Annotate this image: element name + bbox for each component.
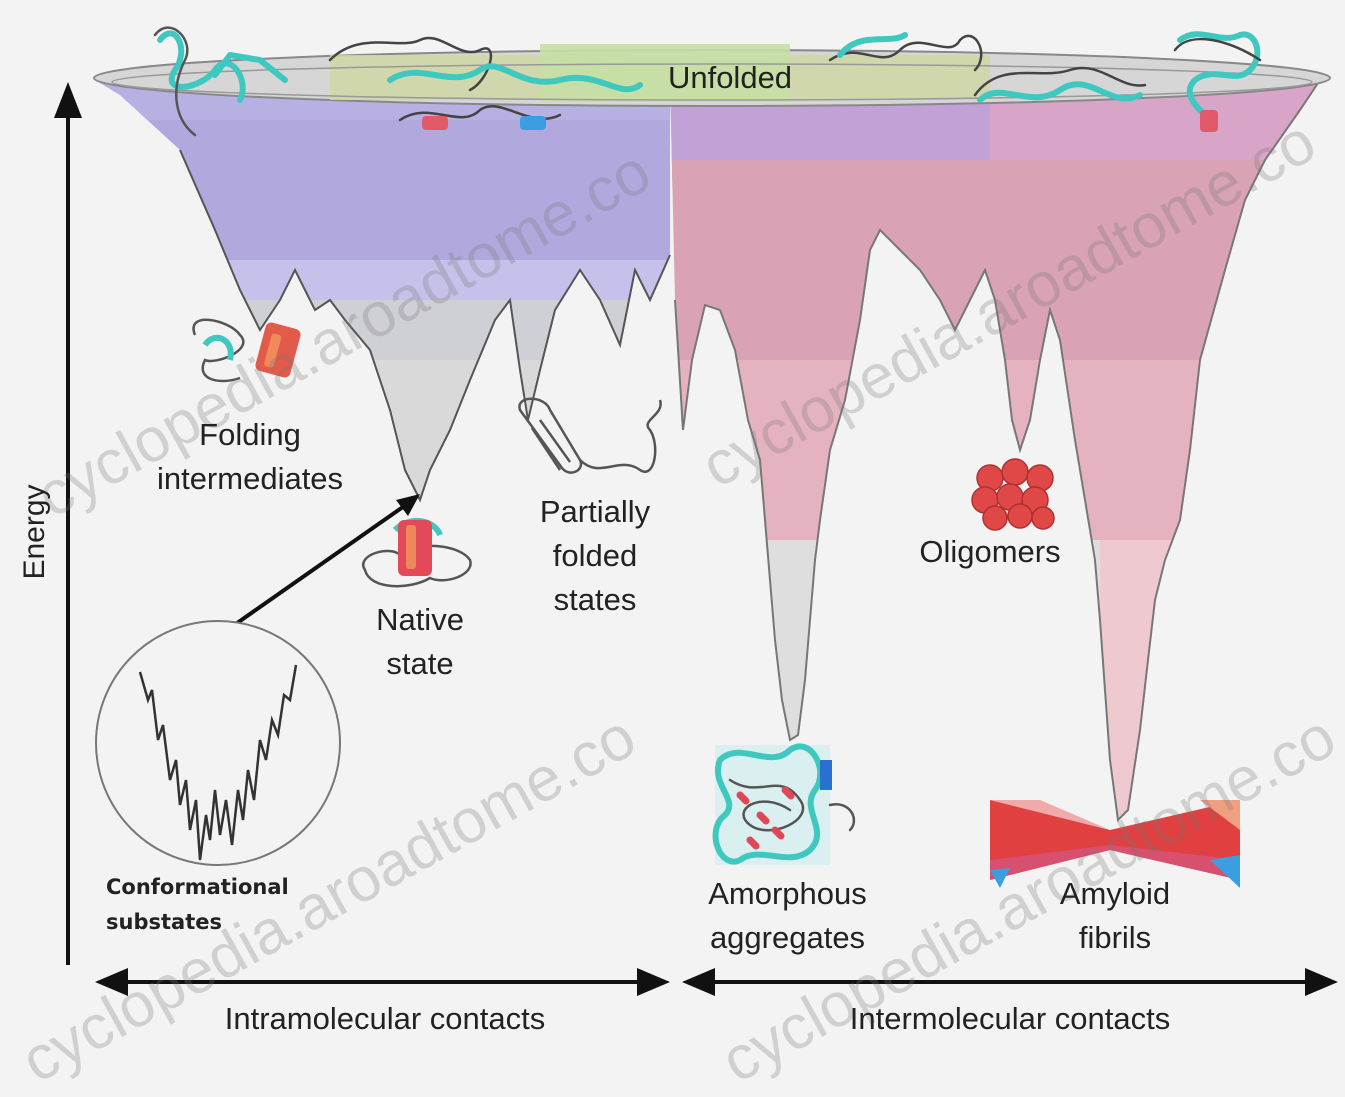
intermolecular-contacts-label: Intermolecular contacts	[790, 997, 1230, 1041]
oligomers-structure-icon	[972, 459, 1054, 530]
folding-intermediates-label-1: Folding	[150, 413, 350, 457]
partially-folded-label-1: Partially	[510, 490, 680, 534]
oligomers-label: Oligomers	[885, 530, 1095, 574]
partially-folded-label-2: folded	[510, 534, 680, 578]
partially-folded-label-3: states	[510, 578, 680, 622]
amyloid-fibrils-label-2: fibrils	[1030, 916, 1200, 960]
amorphous-aggregates-label-1: Amorphous	[680, 872, 895, 916]
amyloid-fibrils-label-1: Amyloid	[1030, 872, 1200, 916]
conformational-substates-label-2: substates	[106, 905, 222, 939]
native-state-label-2: state	[345, 642, 495, 686]
folding-intermediates-label-2: intermediates	[125, 457, 375, 501]
unfolded-label: Unfolded	[640, 56, 820, 100]
conformational-substates-label-1: Conformational	[106, 870, 289, 904]
native-state-label-1: Native	[345, 598, 495, 642]
intramolecular-contacts-label: Intramolecular contacts	[160, 997, 610, 1041]
amorphous-aggregates-label-2: aggregates	[680, 916, 895, 960]
conformational-substates-inset	[96, 621, 340, 865]
energy-axis-label: Energy	[18, 472, 52, 592]
